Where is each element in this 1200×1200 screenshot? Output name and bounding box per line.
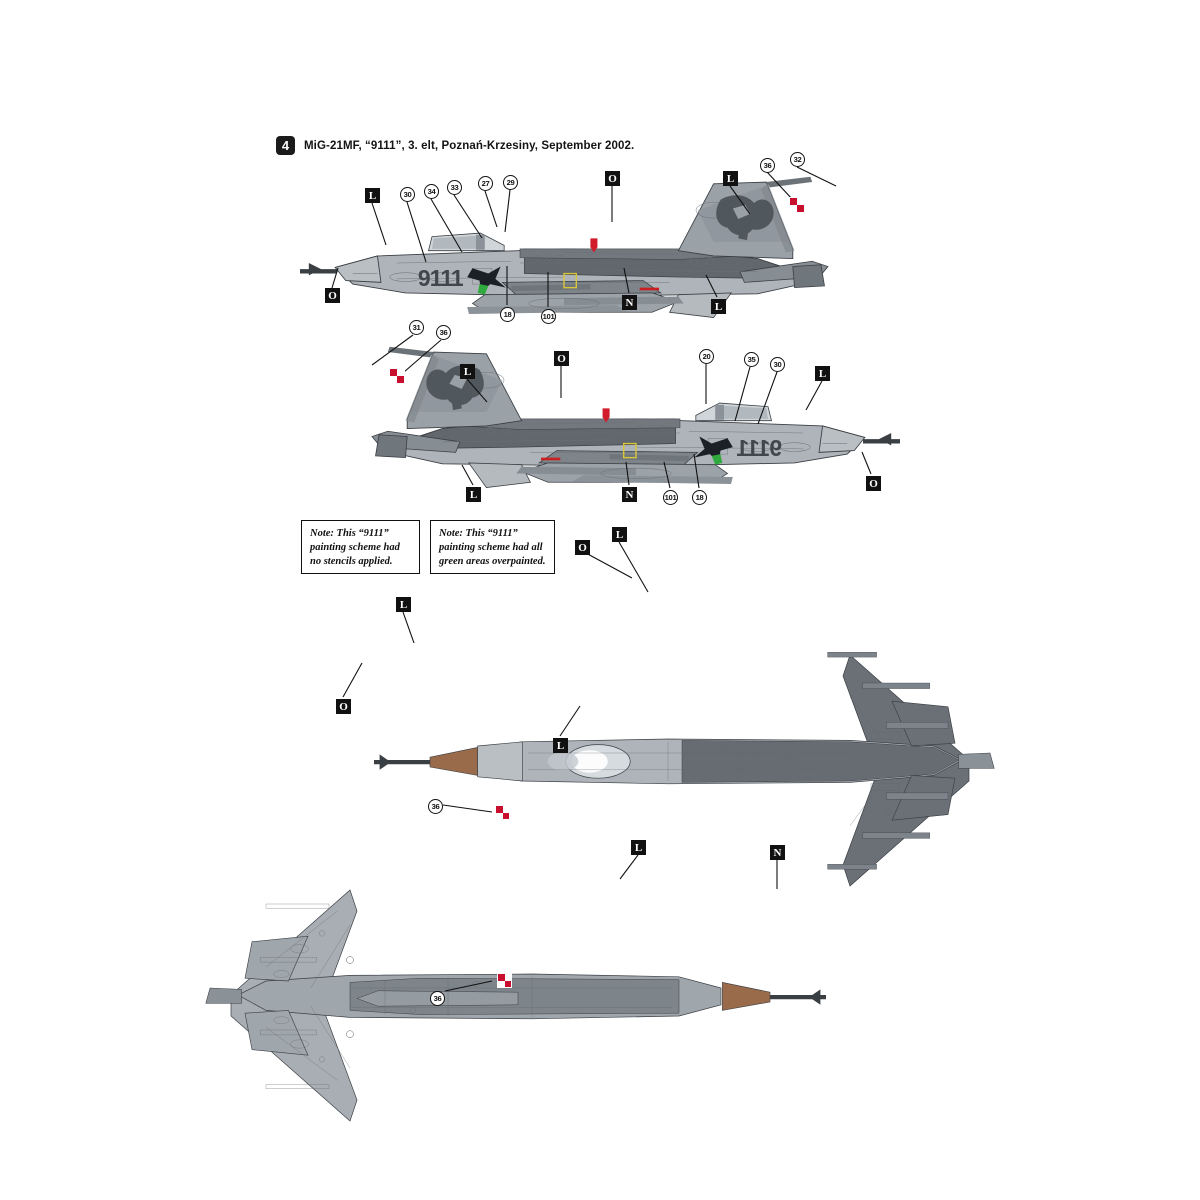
note-green-overpainted: Note: This “9111” painting scheme had al… — [430, 520, 555, 574]
color-marker-n: N — [622, 487, 637, 502]
color-marker-l: L — [631, 840, 646, 855]
color-marker-o: O — [336, 699, 351, 714]
color-marker-l: L — [460, 364, 475, 379]
color-marker-l: L — [815, 366, 830, 381]
polish-checkerboard-insignia — [495, 805, 510, 820]
part-callout-32: 32 — [790, 152, 805, 167]
color-marker-l: L — [612, 527, 627, 542]
part-callout-36: 36 — [436, 325, 451, 340]
part-callout-101: 101 — [663, 490, 678, 505]
part-callout-27: 27 — [478, 176, 493, 191]
color-marker-l: L — [466, 487, 481, 502]
part-callout-36: 36 — [760, 158, 775, 173]
color-marker-l: L — [553, 738, 568, 753]
part-callout-101: 101 — [541, 309, 556, 324]
polish-checkerboard-insignia — [389, 368, 405, 384]
part-callout-35: 35 — [744, 352, 759, 367]
color-marker-n: N — [622, 295, 637, 310]
scheme-number-badge: 4 — [276, 136, 295, 155]
part-callout-18: 18 — [500, 307, 515, 322]
color-marker-o: O — [325, 288, 340, 303]
part-callout-29: 29 — [503, 175, 518, 190]
part-callout-36: 36 — [430, 991, 445, 1006]
color-marker-l: L — [711, 299, 726, 314]
part-callout-18: 18 — [692, 490, 707, 505]
part-callout-33: 33 — [447, 180, 462, 195]
part-callout-30: 30 — [400, 187, 415, 202]
part-callout-36: 36 — [428, 799, 443, 814]
color-marker-n: N — [770, 845, 785, 860]
polish-checkerboard-insignia — [789, 197, 805, 213]
polish-checkerboard-insignia — [497, 973, 512, 988]
color-marker-l: L — [396, 597, 411, 612]
part-callout-30: 30 — [770, 357, 785, 372]
color-marker-o: O — [575, 540, 590, 555]
part-callout-34: 34 — [424, 184, 439, 199]
color-marker-o: O — [554, 351, 569, 366]
note-no-stencils: Note: This “9111” painting scheme had no… — [301, 520, 420, 574]
part-callout-20: 20 — [699, 349, 714, 364]
color-marker-o: O — [605, 171, 620, 186]
color-marker-l: L — [723, 171, 738, 186]
color-marker-o: O — [866, 476, 881, 491]
page-title: MiG-21MF, “9111”, 3. elt, Poznań-Krzesin… — [304, 139, 635, 152]
part-callout-31: 31 — [409, 320, 424, 335]
color-marker-l: L — [365, 188, 380, 203]
scheme-header: 4 MiG-21MF, “9111”, 3. elt, Poznań-Krzes… — [276, 136, 634, 155]
